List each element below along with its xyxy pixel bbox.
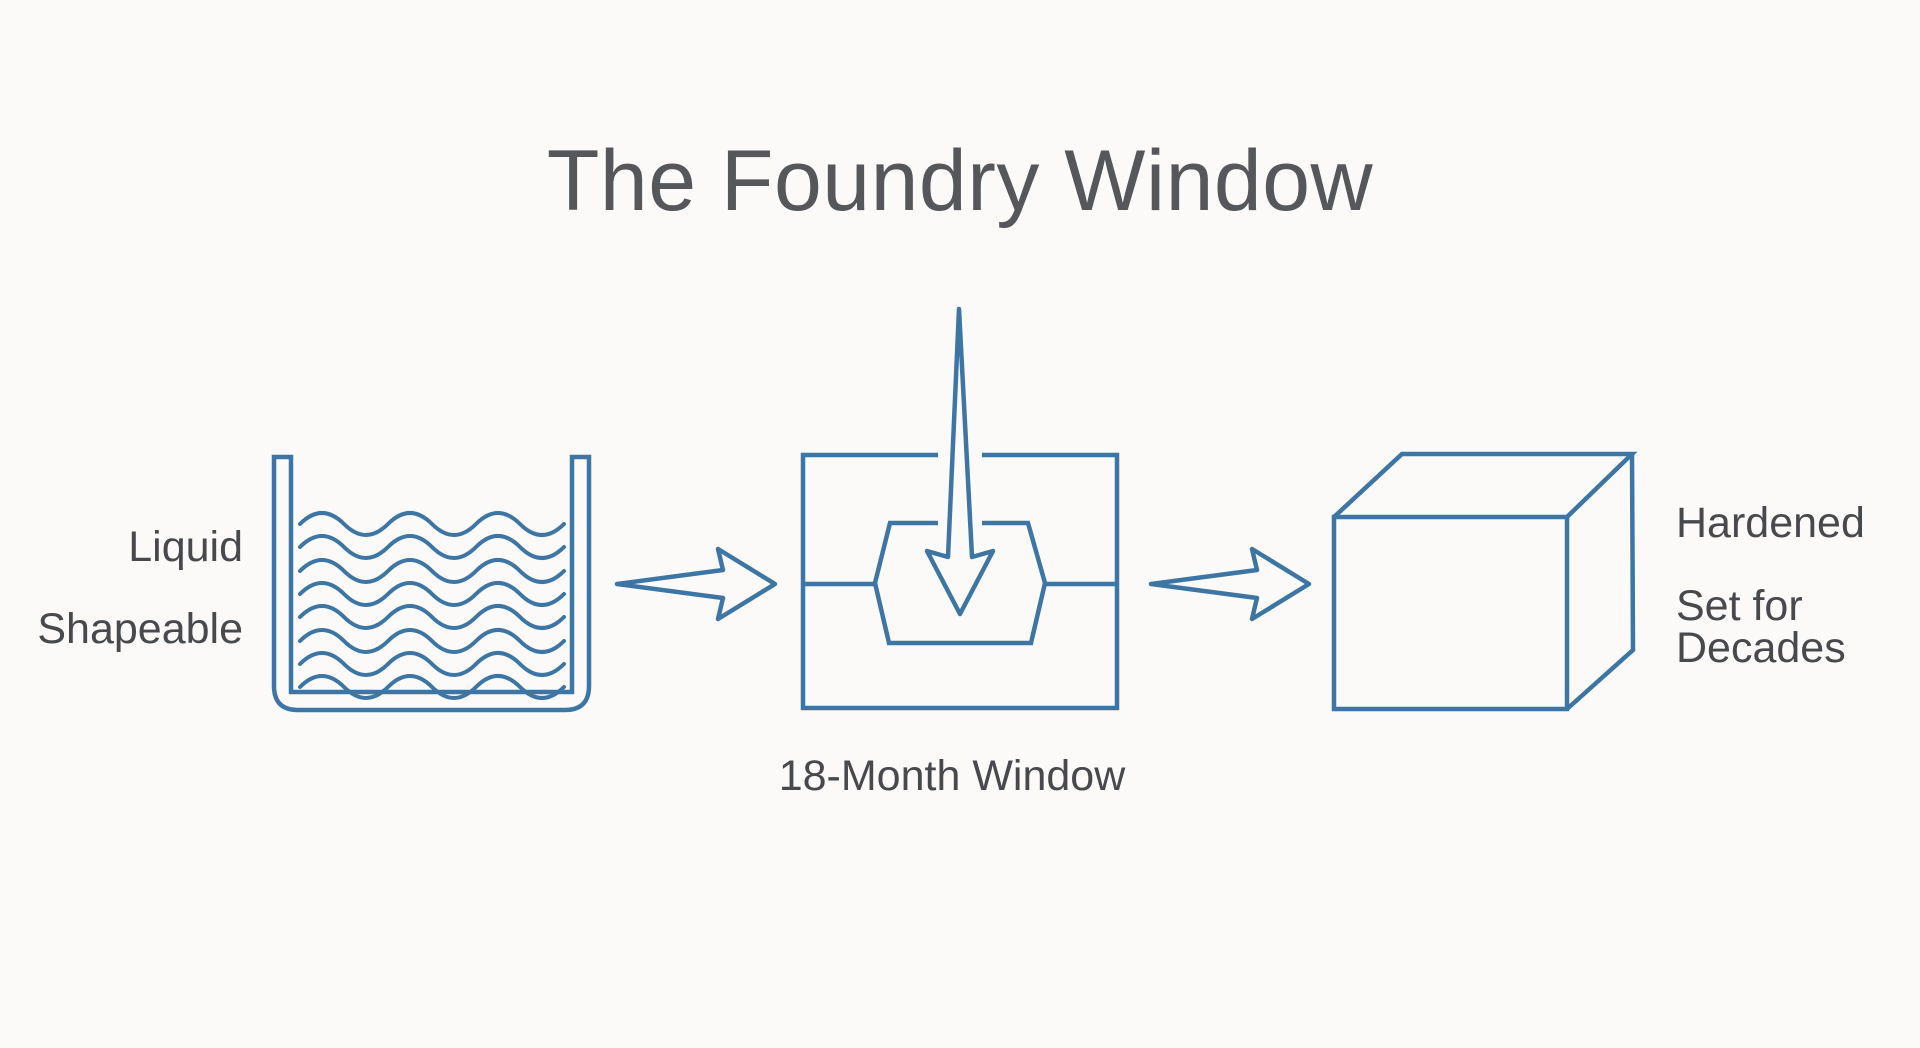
liquid-label: Liquid	[128, 523, 243, 571]
flow-arrow-right-icon	[1148, 546, 1312, 622]
mold-box-icon	[800, 452, 1120, 711]
diagram-shapes	[271, 306, 1638, 713]
page-title: The Foundry Window	[547, 133, 1374, 229]
shapeable-label: Shapeable	[37, 605, 243, 653]
liquid-waves-icon	[298, 511, 566, 700]
solid-cube-icon	[1331, 451, 1638, 712]
liquid-tank-icon	[271, 454, 592, 713]
flow-arrow-left-icon	[614, 546, 778, 622]
set-for-label: Set for	[1676, 582, 1803, 630]
pour-arrow-icon	[924, 306, 996, 617]
diagram-labels: Liquid Shapeable 18-Month Window Hardene…	[37, 499, 1865, 800]
mold-cavity-icon	[872, 520, 1048, 646]
decades-label: Decades	[1676, 624, 1846, 672]
mold-window-caption: 18-Month Window	[779, 752, 1126, 800]
hardened-label: Hardened	[1676, 499, 1865, 547]
